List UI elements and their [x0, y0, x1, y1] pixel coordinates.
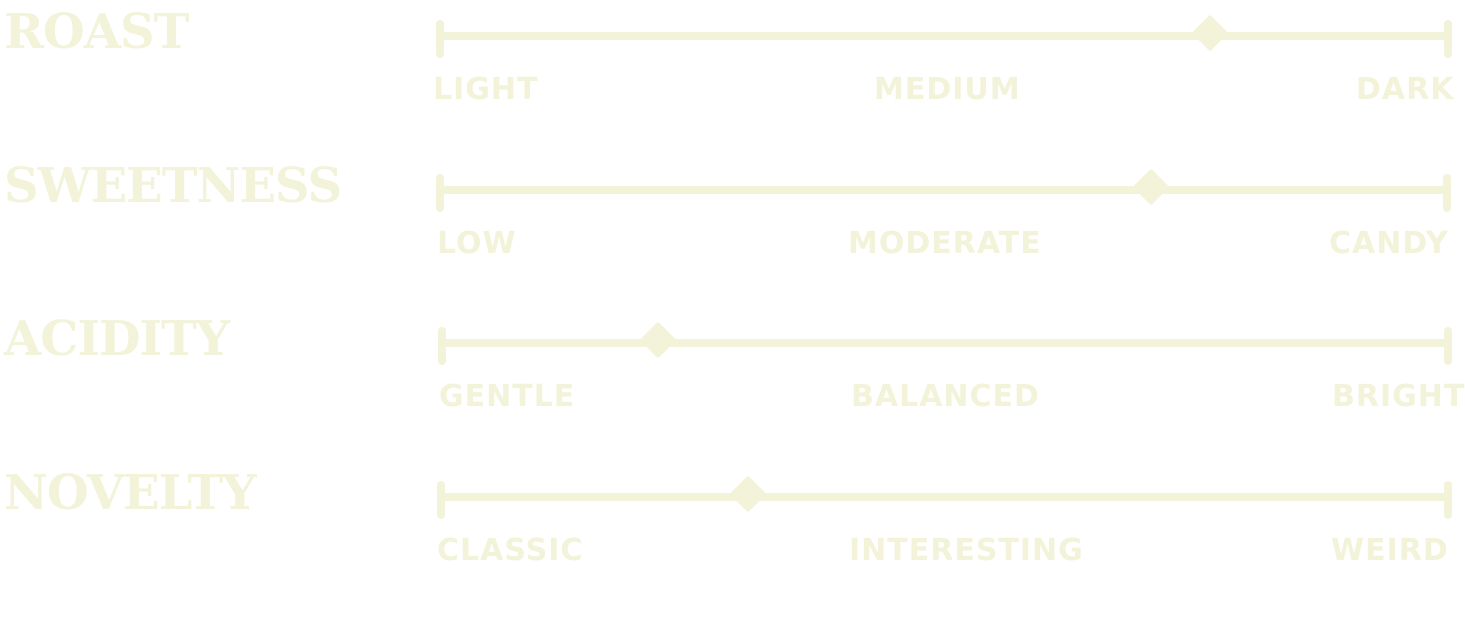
scale-track — [437, 475, 1452, 519]
scale-track — [438, 321, 1452, 365]
tick-label-high: WEIRD — [1331, 533, 1449, 568]
track-start-cap — [437, 481, 445, 519]
scale-row-roast: ROAST LIGHT MEDIUM DARK — [0, 2, 1465, 122]
tick-label-high: CANDY — [1329, 226, 1449, 261]
scale-track — [436, 14, 1452, 58]
scale-track — [436, 168, 1451, 212]
tick-label-low: LIGHT — [433, 72, 539, 107]
track-end-cap — [1444, 327, 1452, 365]
track-end-cap — [1444, 481, 1452, 519]
track-line — [441, 493, 1448, 501]
tick-label-high: DARK — [1356, 72, 1455, 107]
track-line — [442, 339, 1448, 347]
level-marker — [639, 321, 677, 359]
level-marker — [1132, 168, 1170, 206]
scale-title: NOVELTY — [4, 465, 256, 521]
track-end-cap — [1444, 20, 1452, 58]
tick-label-high: BRIGHT — [1332, 379, 1465, 414]
scale-row-novelty: NOVELTY CLASSIC INTERESTING WEIRD — [0, 463, 1465, 583]
tick-label-mid: BALANCED — [851, 379, 1040, 414]
scale-title: ROAST — [4, 4, 189, 60]
scale-title: SWEETNESS — [4, 158, 342, 214]
scale-row-acidity: ACIDITY GENTLE BALANCED BRIGHT — [0, 309, 1465, 429]
scale-row-sweetness: SWEETNESS LOW MODERATE CANDY — [0, 156, 1465, 276]
tick-label-mid: MODERATE — [848, 226, 1042, 261]
tick-label-mid: MEDIUM — [874, 72, 1021, 107]
level-marker — [729, 475, 767, 513]
tick-label-low: LOW — [437, 226, 517, 261]
scale-title: ACIDITY — [4, 311, 230, 367]
track-start-cap — [438, 327, 446, 365]
level-marker — [1191, 14, 1229, 52]
track-end-cap — [1443, 174, 1451, 212]
track-line — [440, 32, 1448, 40]
track-start-cap — [436, 20, 444, 58]
tick-label-low: GENTLE — [439, 379, 576, 414]
tick-label-mid: INTERESTING — [849, 533, 1084, 568]
track-line — [440, 186, 1447, 194]
track-start-cap — [436, 174, 444, 212]
tick-label-low: CLASSIC — [437, 533, 584, 568]
